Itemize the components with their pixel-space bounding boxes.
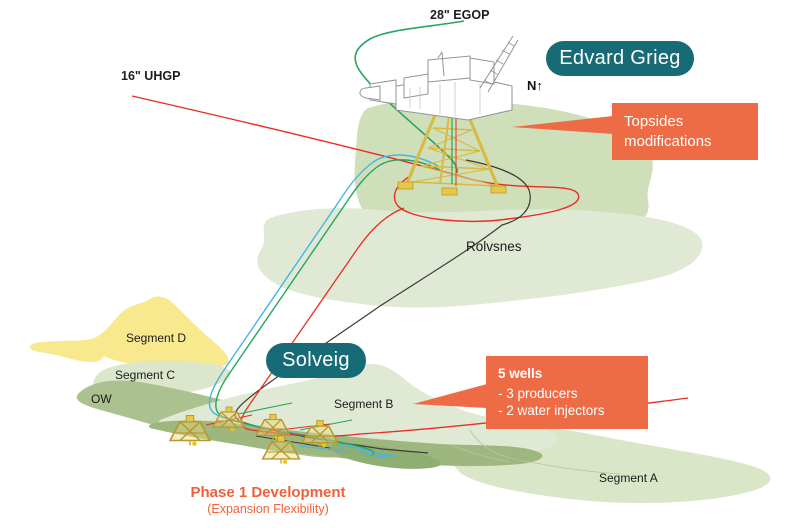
north-arrow-icon: ↑ (536, 78, 543, 93)
label-segment-c: Segment C (115, 368, 176, 382)
phase-subtitle: (Expansion Flexibility) (207, 502, 329, 516)
wells-callout-title: 5 wells (498, 366, 543, 381)
label-segment-b: Segment B (334, 397, 394, 411)
segment-d-area (30, 296, 229, 370)
platform-topsides (359, 55, 513, 121)
solveig-badge: Solveig (266, 343, 366, 378)
landmasses (30, 98, 771, 503)
rolvsnes-area (257, 208, 703, 308)
topsides-callout-pointer (512, 116, 613, 134)
segment-boundary-lines (451, 429, 621, 475)
platform-crane-icon (437, 35, 519, 93)
wells-callout-pointer (413, 384, 487, 408)
topsides-callout-line1: Topsides (624, 113, 684, 130)
edvard-grieg-platform (359, 35, 519, 196)
label-segment-d: Segment D (126, 331, 187, 345)
topsides-callout: Topsides modifications (612, 103, 758, 160)
infield-jumpers-blue (299, 445, 393, 457)
label-rolvsnes: Rolvsnes (466, 239, 522, 254)
phase-title: Phase 1 Development (190, 484, 346, 501)
wells-callout-item1: - 3 producers (498, 385, 578, 401)
edvard-grieg-badge: Edvard Grieg (546, 41, 694, 76)
label-ow: OW (91, 392, 112, 406)
north-indicator: N↑ (527, 78, 543, 93)
label-uhgp-pipeline: 16" UHGP (121, 69, 181, 83)
infield-jumpers-dark (255, 435, 331, 449)
north-label: N (527, 78, 537, 93)
pipeline-uhgp (131, 95, 580, 223)
platform-risers (451, 112, 457, 186)
platform-mudmats (397, 181, 507, 196)
wells-callout-item2: - 2 water injectors (498, 403, 605, 419)
wells-callout: 5 wells - 3 producers - 2 water injector… (486, 356, 648, 429)
label-egop-pipeline: 28" EGOP (430, 8, 490, 22)
label-segment-a: Segment A (599, 471, 658, 485)
topsides-callout-line2: modifications (624, 132, 712, 150)
